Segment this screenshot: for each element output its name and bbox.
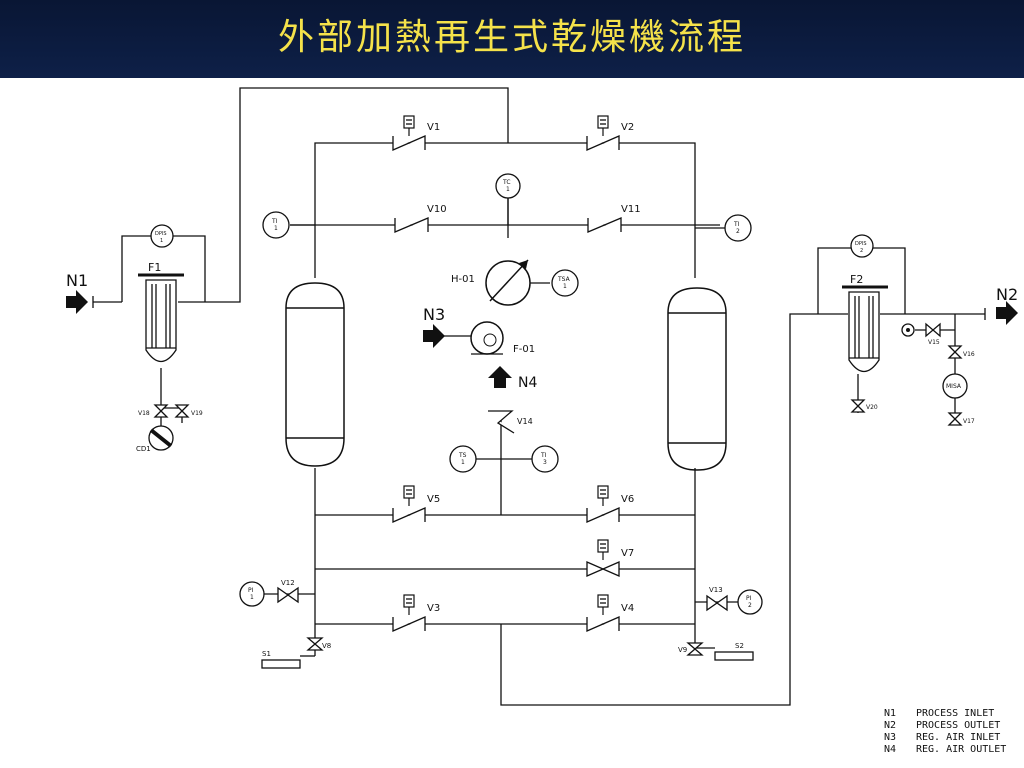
title-bar: 外部加熱再生式乾燥機流程: [0, 0, 1024, 78]
v19-label: V19: [191, 410, 203, 417]
s2-label: S2: [735, 642, 744, 650]
f01-label: F-01: [513, 344, 535, 355]
legend-code: N1: [884, 708, 897, 719]
legend-code: N4: [884, 744, 897, 755]
legend-text: REG. AIR INLET: [916, 732, 1001, 743]
ts1-num: 1: [461, 459, 465, 466]
legend-text: PROCESS INLET: [916, 708, 995, 719]
adsorber-vessel-right: [667, 287, 727, 471]
dpis2-tag: DPIS: [855, 241, 867, 247]
dpis1-num: 1: [160, 238, 163, 244]
v16-label: V16: [963, 351, 975, 358]
n1-inlet-arrow: [66, 290, 88, 314]
v9-label: V9: [678, 646, 687, 654]
tsa1-num: 1: [563, 283, 567, 290]
tc-tag: TC: [502, 179, 511, 186]
dpis2-num: 2: [860, 248, 863, 254]
v11-label: V11: [621, 204, 641, 215]
s1-label: S1: [262, 650, 271, 658]
cd1-label: CD1: [136, 445, 151, 453]
dpis1-tag: DPIS: [155, 231, 167, 237]
adsorber-vessel-left: [285, 282, 345, 467]
flow-arrows: [66, 290, 1018, 388]
v15-label: V15: [928, 339, 940, 346]
n2-outlet-arrow: [996, 301, 1018, 325]
ts1-tag: TS: [458, 452, 467, 459]
ti3-num: 3: [543, 459, 547, 466]
misa-tag: MISA: [946, 383, 962, 390]
v10-label: V10: [427, 204, 447, 215]
piping-lines: [92, 87, 986, 706]
legend-text: REG. AIR OUTLET: [916, 744, 1007, 755]
pi1-num: 1: [250, 594, 254, 601]
blower-f01: [443, 321, 504, 355]
legend-row: N3 REG. AIR INLET: [884, 732, 1019, 744]
n1-label: N1: [66, 271, 88, 290]
tsa1-tag: TSA: [557, 276, 571, 283]
v12-label: V12: [281, 579, 295, 587]
v20-label: V20: [866, 404, 878, 411]
v14-label: V14: [517, 417, 533, 426]
v4-label: V4: [621, 603, 634, 614]
v7-label: V7: [621, 548, 634, 559]
v8-label: V8: [322, 642, 331, 650]
v3-label: V3: [427, 603, 440, 614]
ti1-tag: TI: [271, 218, 278, 225]
n2-label: N2: [996, 285, 1018, 304]
legend-row: N2 PROCESS OUTLET: [884, 720, 1019, 732]
n3-inlet-arrow: [423, 324, 445, 348]
h01-label: H-01: [451, 274, 475, 285]
legend-row: N4 REG. AIR OUTLET: [884, 744, 1019, 756]
pi1-tag: PI: [248, 587, 254, 594]
ti1-num: 1: [274, 225, 278, 232]
legend: N1 PROCESS INLET N2 PROCESS OUTLET N3 RE…: [884, 708, 1019, 756]
filter-f2: [842, 285, 888, 373]
diagram-labels: N1 N2 N3 N4 F1 F2 DPIS 1 DPIS 2 V1 V2 V3…: [66, 122, 1018, 658]
v2-label: V2: [621, 122, 634, 133]
f2-sample-point: [906, 328, 910, 332]
ti2-tag: TI: [733, 221, 740, 228]
tc-num: 1: [506, 186, 510, 193]
f1-label: F1: [148, 261, 161, 274]
legend-text: PROCESS OUTLET: [916, 720, 1001, 731]
ti3-tag: TI: [540, 452, 547, 459]
diagram-canvas: N1 N2 N3 N4 F1 F2 DPIS 1 DPIS 2 V1 V2 V3…: [0, 78, 1024, 768]
ti2-num: 2: [736, 228, 740, 235]
v6-label: V6: [621, 494, 634, 505]
legend-code: N3: [884, 732, 897, 743]
v5-label: V5: [427, 494, 440, 505]
f2-label: F2: [850, 273, 863, 286]
filter-f1: [138, 273, 184, 363]
n3-label: N3: [423, 305, 445, 324]
v1-label: V1: [427, 122, 440, 133]
n4-outlet-arrow: [488, 366, 512, 388]
valves: [153, 115, 963, 669]
legend-row: N1 PROCESS INLET: [884, 708, 1019, 720]
page-title: 外部加熱再生式乾燥機流程: [277, 17, 746, 58]
heater-h01: [485, 259, 531, 306]
v17-label: V17: [963, 418, 975, 425]
legend-code: N2: [884, 720, 897, 731]
pi2-tag: PI: [746, 595, 752, 602]
v18-label: V18: [138, 410, 150, 417]
process-flow-diagram: N1 N2 N3 N4 F1 F2 DPIS 1 DPIS 2 V1 V2 V3…: [66, 87, 1018, 706]
instrument-bubbles: [148, 173, 968, 615]
n4-label: N4: [518, 375, 537, 391]
pi2-num: 2: [748, 602, 752, 609]
condensate-drain-hatch: [149, 428, 173, 448]
v13-label: V13: [709, 586, 723, 594]
